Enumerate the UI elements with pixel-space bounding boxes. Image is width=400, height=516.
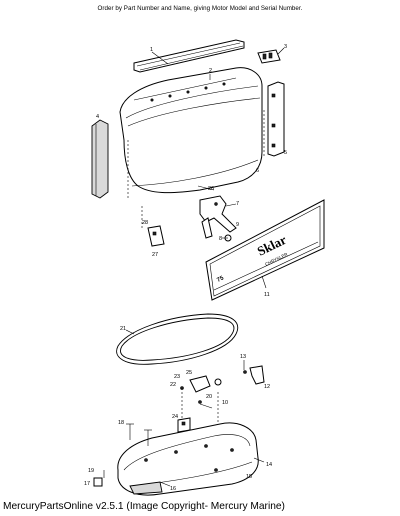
right-side-bracket xyxy=(267,81,285,157)
callout-28: 28 xyxy=(142,220,148,226)
callout-23: 23 xyxy=(174,374,180,380)
callout-1: 1 xyxy=(150,47,153,53)
callout-5: 5 xyxy=(284,150,287,156)
callout-24: 24 xyxy=(172,414,178,420)
callout-10: 10 xyxy=(222,400,228,406)
pan-fasteners xyxy=(103,423,152,478)
callout-26: 26 xyxy=(208,186,214,192)
decal-model-number: 75 xyxy=(216,275,225,284)
cover-seal-gasket xyxy=(116,313,238,365)
callout-3: 3 xyxy=(284,44,287,50)
leader-lines xyxy=(125,47,285,487)
callout-7: 7 xyxy=(236,201,239,207)
callout-21: 21 xyxy=(120,326,126,332)
callout-2: 2 xyxy=(209,68,212,74)
lower-bracket xyxy=(177,417,191,433)
latch-linkage xyxy=(199,195,237,242)
left-side-trim xyxy=(91,119,109,199)
motor-cover xyxy=(119,67,263,194)
callout-15: 15 xyxy=(246,474,252,480)
callout-13: 13 xyxy=(240,354,246,360)
lower-motor-pan xyxy=(117,422,259,496)
callout-17: 17 xyxy=(84,481,90,487)
callout-20: 20 xyxy=(206,394,212,400)
rear-grommet-block xyxy=(257,49,281,64)
callout-14: 14 xyxy=(266,462,272,468)
callout-18: 18 xyxy=(118,420,124,426)
pan-fitting xyxy=(93,477,103,487)
callout-4: 4 xyxy=(96,114,99,120)
top-trim-strip xyxy=(133,39,245,73)
callout-6: 6 xyxy=(256,168,259,174)
order-instruction: Order by Part Number and Name, giving Mo… xyxy=(97,5,303,12)
callout-9: 9 xyxy=(236,222,239,228)
lower-latch-assembly xyxy=(180,375,222,404)
copyright-footer: MercuryPartsOnline v2.5.1 (Image Copyrig… xyxy=(3,501,285,512)
callout-22: 22 xyxy=(170,382,176,388)
callout-labels: 1 2 3 4 5 6 7 8 9 10 11 12 13 14 15 16 1… xyxy=(84,44,287,492)
callout-11: 11 xyxy=(264,292,270,298)
callout-12: 12 xyxy=(264,384,270,390)
side-decal-plate xyxy=(205,199,325,301)
latch-hook xyxy=(243,365,265,385)
callout-16: 16 xyxy=(170,486,176,492)
callout-25: 25 xyxy=(186,370,192,376)
callout-19: 19 xyxy=(88,468,94,474)
callout-8: 8 xyxy=(219,236,222,242)
callout-27: 27 xyxy=(152,252,158,258)
cover-latch-bracket xyxy=(147,225,165,247)
